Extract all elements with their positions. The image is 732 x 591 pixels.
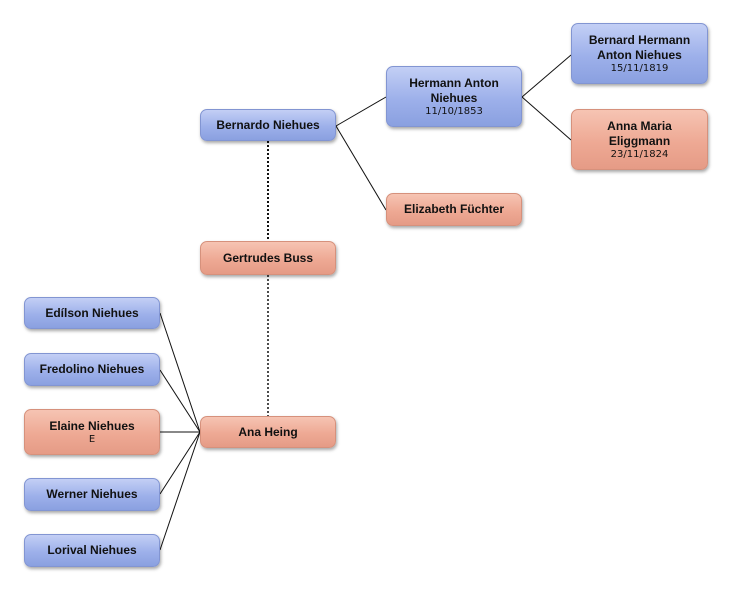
person-node-edilson-niehues[interactable]: Edílson Niehues: [24, 297, 160, 329]
person-node-bernardo-niehues[interactable]: Bernardo Niehues: [200, 109, 336, 141]
parent-link-hermann: [335, 96, 387, 127]
person-date: E: [88, 433, 96, 445]
person-node-werner-niehues[interactable]: Werner Niehues: [24, 478, 160, 511]
person-name: Hermann Anton Niehues: [409, 75, 499, 105]
person-node-bernard-hermann-anton-niehues[interactable]: Bernard Hermann Anton Niehues 15/11/1819: [571, 23, 708, 84]
person-name: Elizabeth Füchter: [403, 202, 504, 216]
person-node-elaine-niehues[interactable]: Elaine Niehues E: [24, 409, 160, 455]
person-name: Anna Maria Eliggmann: [607, 118, 672, 148]
person-name: Bernard Hermann Anton Niehues: [588, 32, 691, 62]
person-name: Bernardo Niehues: [216, 117, 320, 132]
child-link-werner: [159, 431, 201, 495]
person-node-lorival-niehues[interactable]: Lorival Niehues: [24, 534, 160, 567]
person-name: Gertrudes Buss: [222, 250, 314, 265]
person-name: Elaine Niehues: [49, 418, 135, 433]
person-name: Werner Niehues: [46, 487, 138, 501]
child-link-fredolino: [159, 369, 201, 433]
person-node-hermann-anton-niehues[interactable]: Hermann Anton Niehues 11/10/1853: [386, 66, 522, 127]
parent-link-bernard-hermann: [521, 54, 572, 98]
person-name: Lorival Niehues: [47, 543, 137, 557]
child-link-lorival: [159, 431, 201, 551]
person-node-gertrudes-buss[interactable]: Gertrudes Buss: [200, 241, 336, 275]
person-node-anna-maria-eliggmann[interactable]: Anna Maria Eliggmann 23/11/1824: [571, 109, 708, 170]
person-date: 11/10/1853: [425, 105, 483, 117]
person-node-elizabeth-fuchter[interactable]: Elizabeth Füchter: [386, 193, 522, 226]
person-date: 23/11/1824: [610, 148, 669, 160]
person-name: Fredolino Niehues: [39, 362, 145, 376]
person-name: Ana Heing: [238, 424, 298, 439]
parent-link-anna-maria: [521, 96, 572, 141]
person-date: 15/11/1819: [610, 62, 669, 74]
child-link-edilson: [159, 312, 201, 433]
person-name: Edílson Niehues: [45, 305, 139, 320]
person-node-fredolino-niehues[interactable]: Fredolino Niehues: [24, 353, 160, 386]
parent-link-elizabeth: [335, 125, 387, 211]
person-node-ana-heing[interactable]: Ana Heing: [200, 416, 336, 448]
